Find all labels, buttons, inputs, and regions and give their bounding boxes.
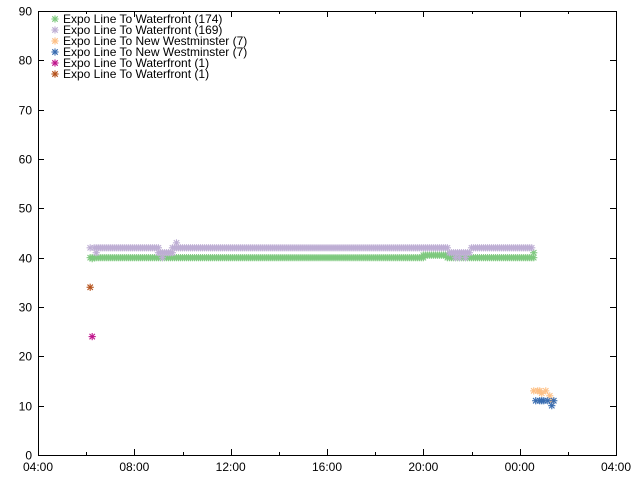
plot-area [38,11,617,456]
x-tick-label: 20:00 [408,460,438,474]
data-point [550,397,558,405]
legend-marker [51,59,59,67]
data-point [88,255,96,263]
series-4 [88,333,96,341]
data-point [158,254,167,262]
x-tick-label: 04:00 [23,460,53,474]
legend: Expo Line To Waterfront (174)Expo Line T… [51,12,247,81]
data-point [86,283,94,291]
x-tick-label: 08:00 [119,460,149,474]
series-0 [86,249,538,263]
legend-marker [51,15,59,23]
legend-marker [51,70,59,78]
y-tick-label: 90 [19,5,33,19]
x-axis: 04:00 08:00 12:00 16:00 20:00 00:00 04:00 [23,11,631,474]
x-tick-label: 00:00 [505,460,535,474]
y-tick-label: 40 [19,252,33,266]
legend-label: Expo Line To Waterfront (1) [63,67,209,81]
x-tick-label: 04:00 [601,460,631,474]
y-tick-label: 50 [19,202,33,216]
legend-marker [51,26,59,34]
data-point [538,389,546,397]
x-tick-label: 12:00 [216,460,246,474]
data-point [92,249,100,257]
data-point [86,244,94,252]
legend-label: Expo Line To Waterfront (169) [63,23,222,37]
y-tick-label: 30 [19,301,33,315]
y-axis: 0 10 20 30 40 50 60 70 80 90 [19,5,616,463]
data-point [88,333,96,341]
legend-label: Expo Line To New Westminster (7) [63,34,247,48]
legend-label: Expo Line To New Westminster (7) [63,45,247,59]
y-tick-label: 20 [19,350,33,364]
x-tick-label: 16:00 [312,460,342,474]
legend-label: Expo Line To Waterfront (174) [63,12,222,26]
y-tick-label: 0 [25,449,32,463]
series-3 [532,397,558,410]
data-point [544,397,552,405]
y-tick-label: 10 [19,400,33,414]
y-tick-label: 80 [19,54,33,68]
data-point [528,244,536,252]
data-point [455,254,464,262]
legend-marker [51,48,59,56]
data-point [172,239,181,247]
y-tick-label: 70 [19,104,33,118]
data-points [86,239,558,410]
legend-label: Expo Line To Waterfront (1) [63,56,209,70]
y-tick-label: 60 [19,153,33,167]
series-5 [86,283,94,291]
series-1 [86,239,536,262]
data-point [542,387,550,395]
data-point [461,254,470,262]
legend-marker [51,37,59,45]
